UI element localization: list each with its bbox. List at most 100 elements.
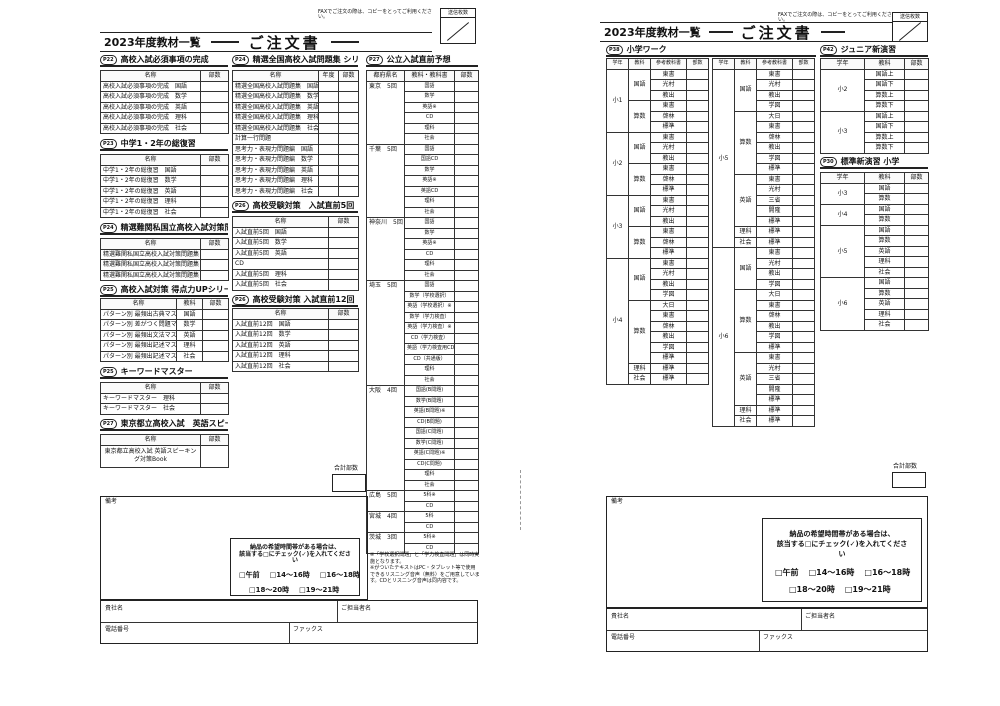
quantity-input[interactable]	[454, 479, 479, 491]
quantity-input[interactable]	[318, 133, 339, 145]
quantity-input[interactable]	[904, 224, 929, 236]
phone-field[interactable]: 電話番号	[105, 626, 130, 633]
quantity-input[interactable]	[200, 185, 229, 197]
quantity-input[interactable]	[792, 299, 815, 311]
quantity-input[interactable]	[454, 227, 479, 239]
quantity-input[interactable]	[200, 101, 229, 113]
quantity-input[interactable]	[318, 112, 339, 124]
quantity-input[interactable]	[792, 236, 815, 248]
time-slot-checkbox[interactable]: □19〜21時	[844, 585, 891, 594]
quantity-input[interactable]	[904, 79, 929, 91]
quantity-input[interactable]	[328, 268, 359, 280]
quantity-input[interactable]	[686, 121, 709, 133]
quantity-input[interactable]	[454, 406, 479, 418]
quantity-input[interactable]	[686, 173, 709, 185]
quantity-input[interactable]	[202, 329, 229, 341]
quantity-input[interactable]	[454, 532, 479, 544]
quantity-input[interactable]	[792, 310, 815, 322]
quantity-input[interactable]	[792, 205, 815, 217]
quantity-input[interactable]	[792, 415, 815, 427]
quantity-input[interactable]	[200, 122, 229, 134]
quantity-input[interactable]	[454, 353, 479, 365]
quantity-input[interactable]	[454, 248, 479, 260]
quantity-input[interactable]	[904, 193, 929, 205]
quantity-input[interactable]	[454, 395, 479, 407]
quantity-input[interactable]	[318, 175, 339, 187]
quantity-input[interactable]	[686, 89, 709, 101]
quantity-input[interactable]	[686, 68, 709, 80]
quantity-input[interactable]	[686, 341, 709, 353]
quantity-input[interactable]	[792, 163, 815, 175]
quantity-input[interactable]	[328, 329, 359, 341]
quantity-input[interactable]	[200, 112, 229, 124]
quantity-input[interactable]	[454, 206, 479, 218]
quantity-input[interactable]	[202, 350, 229, 362]
quantity-input[interactable]	[792, 142, 815, 154]
quantity-input[interactable]	[454, 311, 479, 323]
quantity-input[interactable]	[686, 142, 709, 154]
quantity-input[interactable]	[454, 490, 479, 502]
quantity-input[interactable]	[792, 341, 815, 353]
quantity-input[interactable]	[904, 131, 929, 143]
quantity-input[interactable]	[792, 152, 815, 164]
fax-field[interactable]: ファックス	[293, 626, 323, 633]
quantity-input[interactable]	[904, 245, 929, 257]
quantity-input[interactable]	[792, 226, 815, 238]
quantity-input[interactable]	[904, 287, 929, 299]
quantity-input[interactable]	[792, 100, 815, 112]
quantity-input[interactable]	[454, 80, 479, 92]
quantity-input[interactable]	[200, 259, 229, 271]
quantity-input[interactable]	[686, 79, 709, 91]
quantity-input[interactable]	[792, 289, 815, 301]
remarks-box[interactable]: 備考	[606, 496, 928, 608]
quantity-input[interactable]	[454, 290, 479, 302]
quantity-input[interactable]	[202, 308, 229, 320]
quantity-input[interactable]	[338, 185, 359, 197]
quantity-input[interactable]	[904, 308, 929, 320]
quantity-input[interactable]	[328, 237, 359, 249]
quantity-input[interactable]	[686, 362, 709, 374]
quantity-input[interactable]	[686, 152, 709, 164]
quantity-input[interactable]	[454, 259, 479, 271]
quantity-input[interactable]	[792, 362, 815, 374]
quantity-input[interactable]	[904, 142, 929, 154]
quantity-input[interactable]	[454, 458, 479, 470]
company-field[interactable]: 貴社名	[105, 605, 124, 612]
quantity-input[interactable]	[454, 427, 479, 439]
quantity-input[interactable]	[686, 236, 709, 248]
quantity-input[interactable]	[338, 154, 359, 166]
quantity-input[interactable]	[792, 79, 815, 91]
quantity-input[interactable]	[318, 164, 339, 176]
quantity-input[interactable]	[200, 248, 229, 260]
quantity-input[interactable]	[904, 298, 929, 310]
quantity-input[interactable]	[200, 206, 229, 218]
quantity-input[interactable]	[792, 352, 815, 364]
quantity-input[interactable]	[792, 404, 815, 416]
quantity-input[interactable]	[792, 131, 815, 143]
quantity-input[interactable]	[202, 340, 229, 352]
quantity-input[interactable]	[686, 226, 709, 238]
quantity-input[interactable]	[318, 122, 339, 134]
quantity-input[interactable]	[904, 203, 929, 215]
quantity-input[interactable]	[200, 175, 229, 187]
quantity-input[interactable]	[904, 100, 929, 112]
quantity-input[interactable]	[454, 469, 479, 481]
quantity-input[interactable]	[792, 320, 815, 332]
quantity-input[interactable]	[318, 185, 339, 197]
quantity-input[interactable]	[454, 185, 479, 197]
quantity-input[interactable]	[338, 164, 359, 176]
quantity-input[interactable]	[328, 318, 359, 330]
contact-field[interactable]: ご担当者名	[805, 613, 836, 620]
quantity-input[interactable]	[792, 89, 815, 101]
quantity-input[interactable]	[454, 122, 479, 134]
quantity-input[interactable]	[328, 247, 359, 259]
quantity-input[interactable]	[454, 385, 479, 397]
total-count-field[interactable]	[892, 472, 926, 488]
quantity-input[interactable]	[454, 343, 479, 355]
quantity-input[interactable]	[904, 214, 929, 226]
quantity-input[interactable]	[328, 350, 359, 362]
quantity-input[interactable]	[454, 542, 479, 554]
receipt-count-box[interactable]: 送信枚数	[892, 12, 928, 42]
quantity-input[interactable]	[686, 278, 709, 290]
quantity-input[interactable]	[328, 226, 359, 238]
